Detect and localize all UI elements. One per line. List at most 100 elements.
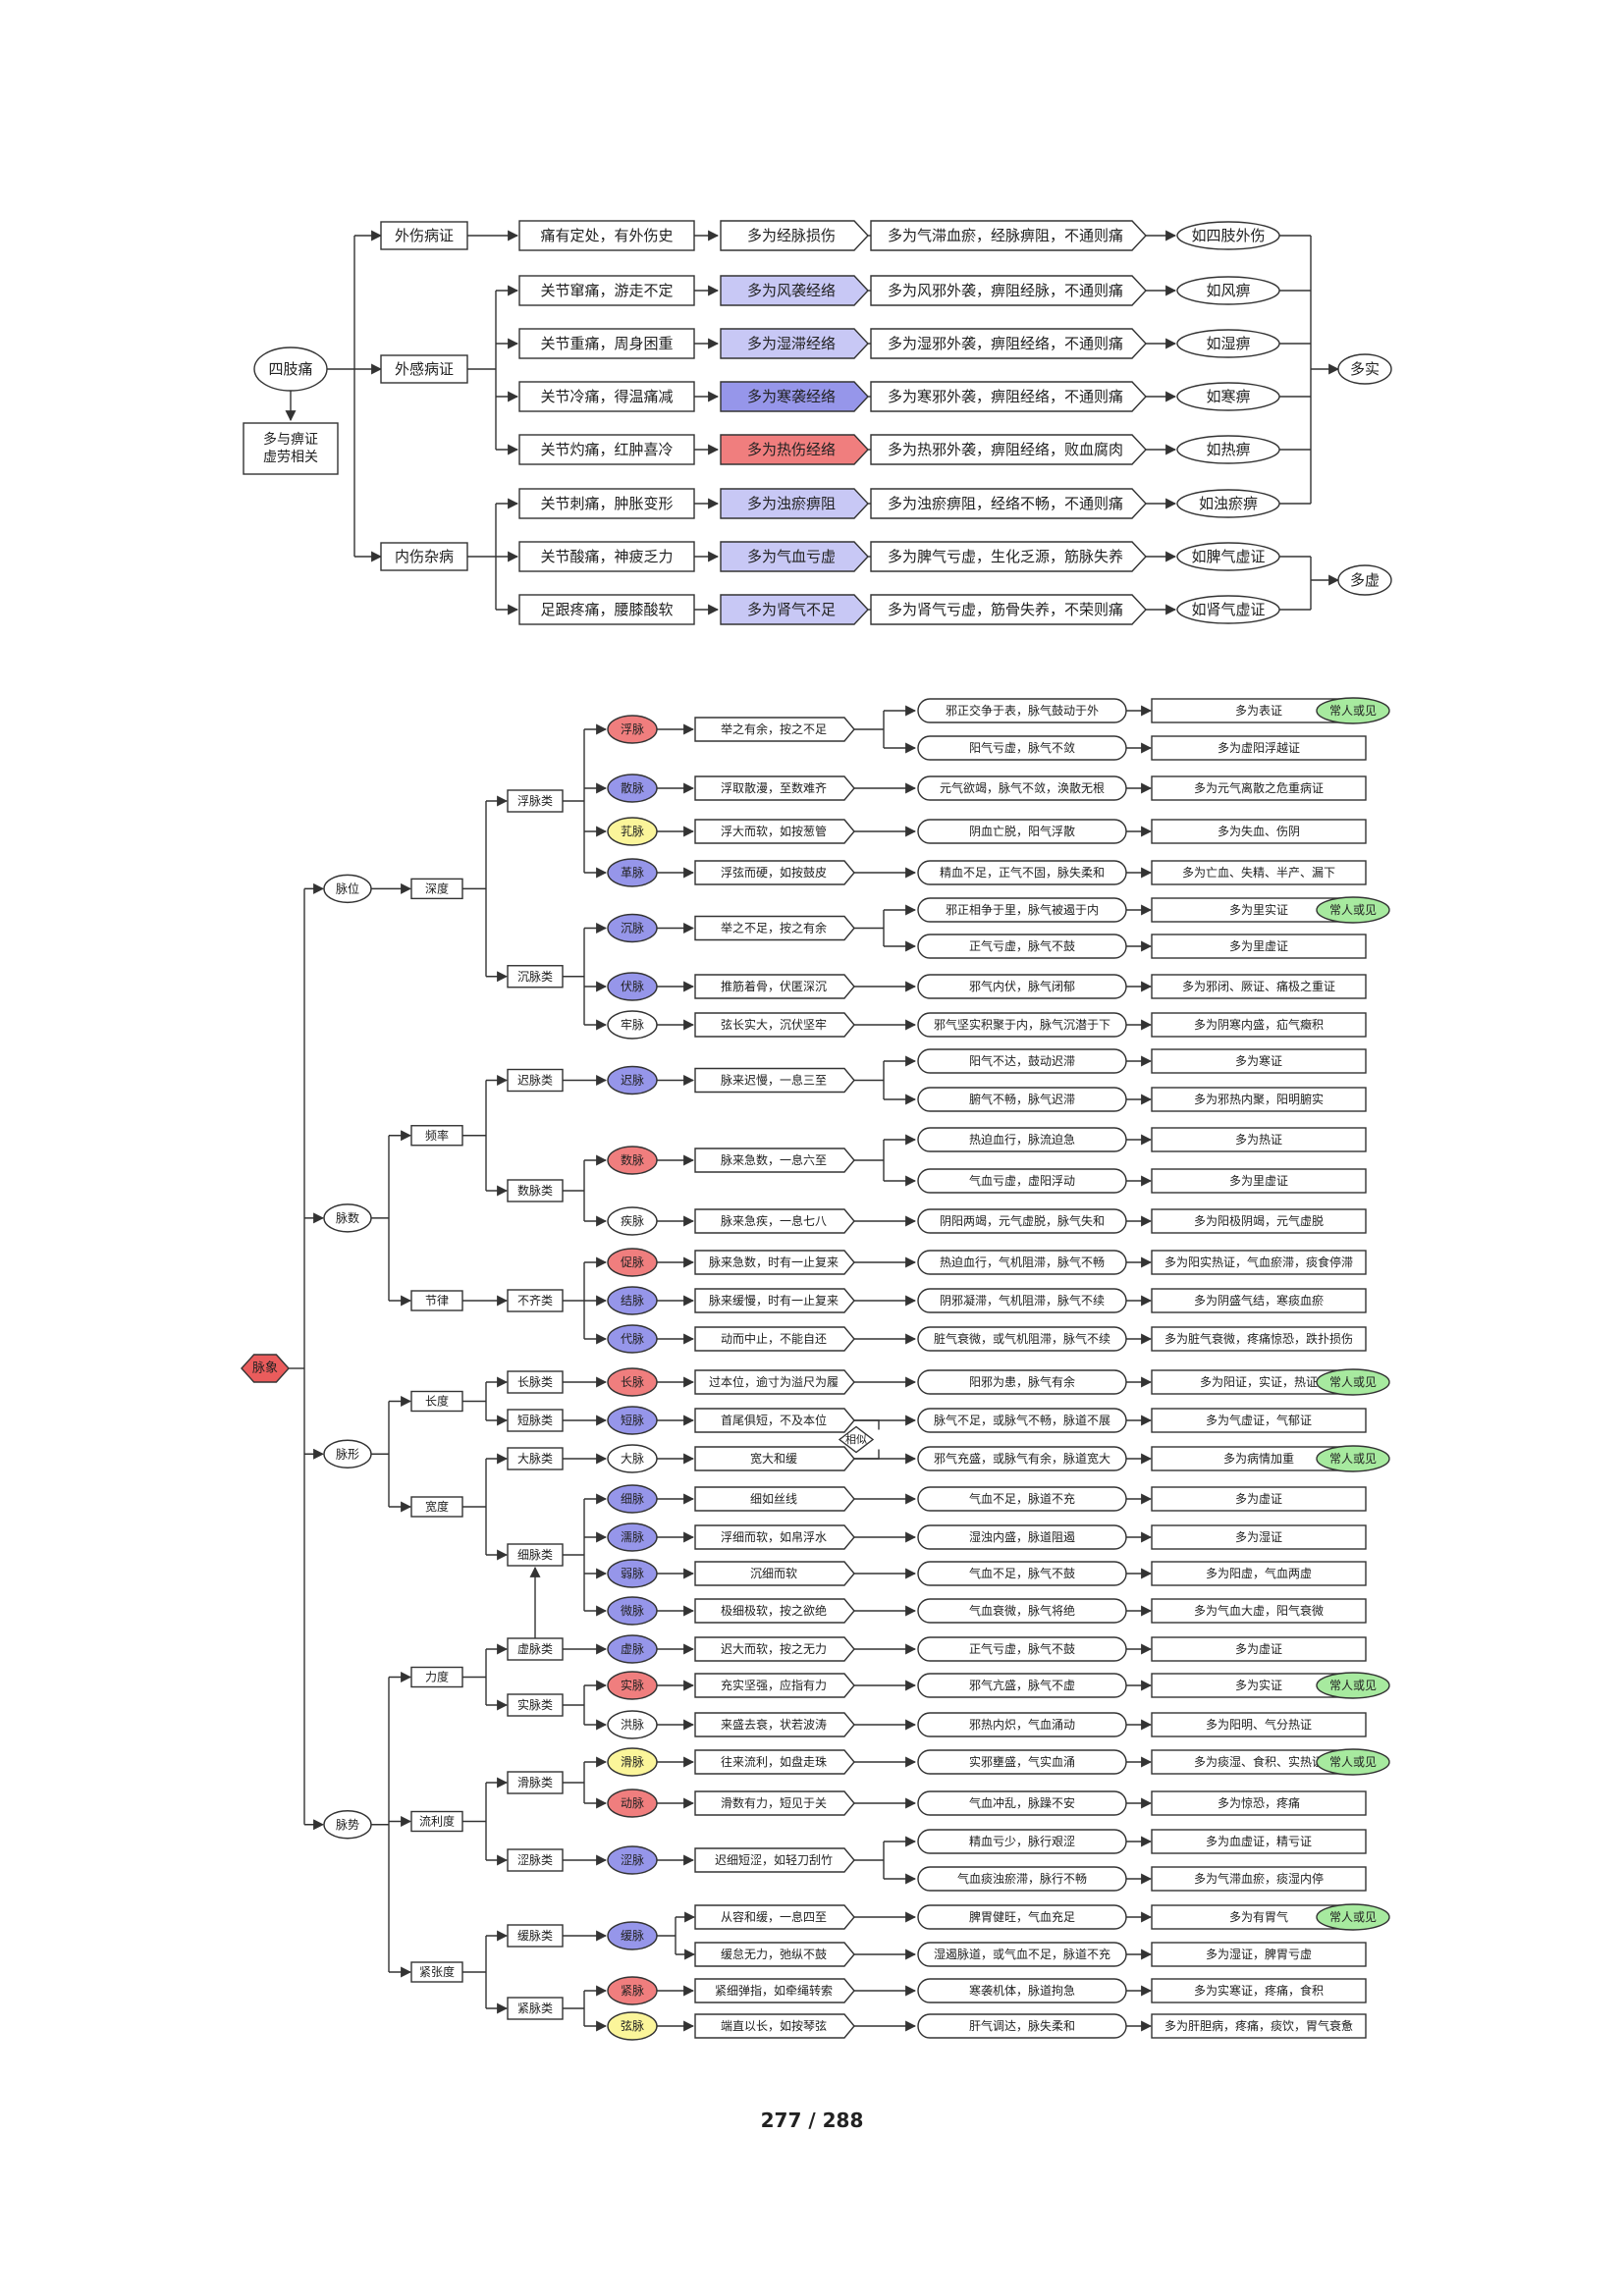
pulse-type-label: 动脉	[621, 1795, 644, 1810]
pulse-indication: 多为虚阳浮越证	[1151, 735, 1367, 761]
pulse-cause-branches	[854, 705, 917, 754]
pulse-class-label: 迟脉类	[517, 1073, 553, 1088]
limb-detail-label: 多为寒邪外袭，痹阻经络，不通则痛	[888, 388, 1123, 405]
limb-example-label: 如四肢外伤	[1191, 227, 1265, 244]
limb-example: 如热痹	[1176, 435, 1280, 464]
limb-detail: 多为寒邪外袭，痹阻经络，不通则痛	[870, 381, 1147, 412]
limb-mechanism-label: 多为风袭经络	[747, 282, 836, 299]
limb-example: 如风痹	[1176, 276, 1280, 305]
pulse-type-label: 结脉	[621, 1293, 644, 1308]
limb-symptom: 关节刺痛，肿胀变形	[518, 488, 695, 519]
pulse-class-label: 短脉类	[517, 1413, 553, 1427]
pulse-type: 疾脉	[607, 1206, 658, 1236]
limb-summary-deficiency: 多虚	[1337, 564, 1392, 596]
pulse-mechanism: 实邪壅盛，气实血涌	[917, 1749, 1127, 1775]
pulse-indication-label: 多为虚证	[1235, 1492, 1282, 1506]
pulse-section-0-label: 脉位	[336, 881, 359, 895]
pulse-type-label: 洪脉	[621, 1717, 644, 1732]
pulse-section-branches	[289, 882, 325, 1831]
pulse-indication: 多为脏气衰微，疼痛惊恐，跌扑损伤	[1151, 1326, 1367, 1352]
pulse-type-label: 大脉	[621, 1451, 644, 1466]
pulse-description-label: 动而中止，不能自还	[721, 1331, 827, 1346]
pulse-type-label: 缓脉	[621, 1928, 644, 1943]
limb-mechanism-label: 多为浊瘀痹阻	[747, 495, 836, 512]
pulse-class-label: 涩脉类	[517, 1852, 553, 1867]
pulse-description-label: 往来流利，如盘走珠	[721, 1754, 827, 1769]
pulse-group-label: 长度	[425, 1394, 449, 1409]
pulse-class: 涩脉类	[507, 1848, 564, 1872]
common-badge: 常人或见	[1316, 896, 1390, 924]
limb-group-2-branches	[467, 498, 519, 615]
pulse-description: 脉来急疾，一息七八	[694, 1208, 855, 1234]
pulse-mechanism-label: 阴邪凝滞，气机阻滞，脉气不续	[940, 1293, 1105, 1308]
pulse-section-1-label: 脉数	[336, 1210, 359, 1225]
pulse-description-label: 端直以长，如按琴弦	[721, 2018, 827, 2033]
pulse-group: 紧张度	[410, 1961, 463, 1983]
common-badge-label: 常人或见	[1329, 1375, 1377, 1389]
limb-mechanism: 多为寒袭经络	[720, 381, 869, 412]
pulse-class: 长脉类	[507, 1370, 564, 1394]
common-badge-label: 常人或见	[1329, 903, 1377, 917]
limb-symptom-label: 痛有定处，有外伤史	[540, 227, 673, 244]
common-badge: 常人或见	[1316, 1368, 1390, 1396]
pulse-mechanism: 邪气内伏，脉气闭郁	[917, 974, 1127, 999]
pulse-type: 弦脉	[607, 2011, 658, 2041]
limb-summary-deficiency-label: 多虚	[1350, 571, 1380, 589]
pulse-indication-label: 多为里虚证	[1229, 1174, 1288, 1188]
pulse-class-branches	[563, 1680, 608, 1731]
pulse-description-label: 举之有余，按之不足	[721, 721, 827, 736]
limb-detail-label: 多为脾气亏虚，生化乏源，筋脉失养	[888, 548, 1123, 565]
pulse-mechanism: 脏气衰微，或气机阻滞，脉气不续	[917, 1326, 1127, 1352]
pulse-description: 端直以长，如按琴弦	[694, 2013, 855, 2039]
pulse-mechanism-label: 热迫血行，气机阻滞，脉气不畅	[940, 1255, 1105, 1269]
limb-mechanism-label: 多为肾气不足	[747, 601, 836, 618]
pulse-class: 数脉类	[507, 1179, 564, 1202]
pulse-description: 举之不足，按之有余	[694, 915, 855, 941]
pulse-mechanism: 阴阳两竭，元气虚脱，脉气失和	[917, 1208, 1127, 1234]
pulse-description-label: 沉细而软	[750, 1567, 797, 1580]
pulse-group-label: 节律	[425, 1294, 449, 1308]
pulse-indication-label: 多为阴盛气结，寒痰血瘀	[1194, 1293, 1324, 1308]
pulse-type: 涩脉	[607, 1845, 658, 1875]
pulse-indication-label: 多为脏气衰微，疼痛惊恐，跌扑损伤	[1164, 1331, 1353, 1346]
pulse-mechanism: 肝气调达，脉失柔和	[917, 2013, 1127, 2039]
pulse-indication-label: 多为阳实热证，气血瘀滞，痰食停滞	[1164, 1255, 1353, 1269]
pulse-type-label: 长脉	[621, 1374, 644, 1389]
pulse-indication-label: 多为气血大虚，阳气衰微	[1194, 1603, 1324, 1618]
common-badge: 常人或见	[1316, 1445, 1390, 1472]
pulse-indication-label: 多为元气离散之危重病证	[1194, 780, 1324, 795]
limb-example-label: 如风痹	[1206, 282, 1250, 299]
pulse-mechanism-label: 气血衰微，脉气将绝	[969, 1603, 1075, 1618]
limb-detail: 多为热邪外袭，痹阻经络，败血腐肉	[870, 434, 1147, 465]
limb-group-1-label: 外感病证	[395, 360, 454, 378]
pulse-type-label: 虚脉	[621, 1641, 644, 1656]
pulse-indication-label: 多为邪热内聚，阳明腑实	[1194, 1092, 1324, 1106]
pulse-type-label: 濡脉	[621, 1529, 644, 1544]
pulse-group: 频率	[410, 1125, 463, 1147]
pulse-indication: 多为阳虚，气血两虚	[1151, 1561, 1367, 1586]
pulse-description-label: 过本位，逾寸为溢尺为履	[709, 1374, 839, 1389]
pulse-indication: 多为邪热内聚，阳明腑实	[1151, 1087, 1367, 1112]
pulse-description-label: 浮取散漫，至数难齐	[721, 780, 827, 795]
pulse-mechanism: 邪气坚实积聚于内，脉气沉潜于下	[917, 1012, 1127, 1038]
pulse-group: 长度	[410, 1390, 463, 1413]
pulse-description: 紧细弹指，如牵绳转索	[694, 1978, 855, 2003]
pulse-type-label: 弱脉	[621, 1566, 644, 1580]
pulse-description-label: 滑数有力，短见于关	[721, 1795, 827, 1810]
pulse-indication: 多为阳实热证，气血瘀滞，痰食停滞	[1151, 1250, 1367, 1275]
pulse-mechanism-label: 邪正交争于表，脉气鼓动于外	[946, 703, 1099, 718]
pulse-root: 脉象	[241, 1354, 290, 1383]
pulse-indication: 多为阴盛气结，寒痰血瘀	[1151, 1288, 1367, 1313]
limb-group-2-label: 内伤杂病	[395, 548, 454, 565]
pulse-type: 大脉	[607, 1444, 658, 1473]
pulse-group-branches	[462, 1376, 509, 1426]
limb-example: 如浊瘀痹	[1176, 489, 1280, 518]
limb-mechanism-label: 多为湿滞经络	[747, 335, 836, 352]
limb-group-1-branches	[467, 285, 519, 455]
pulse-indication-label: 多为湿证，脾胃亏虚	[1206, 1947, 1312, 1961]
pulse-type: 实脉	[607, 1671, 658, 1700]
limb-mechanism-label: 多为经脉损伤	[747, 227, 836, 244]
pulse-mechanism: 元气欲竭，脉气不敛，涣散无根	[917, 775, 1127, 801]
pulse-indication: 多为元气离散之危重病证	[1151, 775, 1367, 801]
pulse-description-label: 脉来缓慢，时有一止复来	[709, 1293, 839, 1308]
